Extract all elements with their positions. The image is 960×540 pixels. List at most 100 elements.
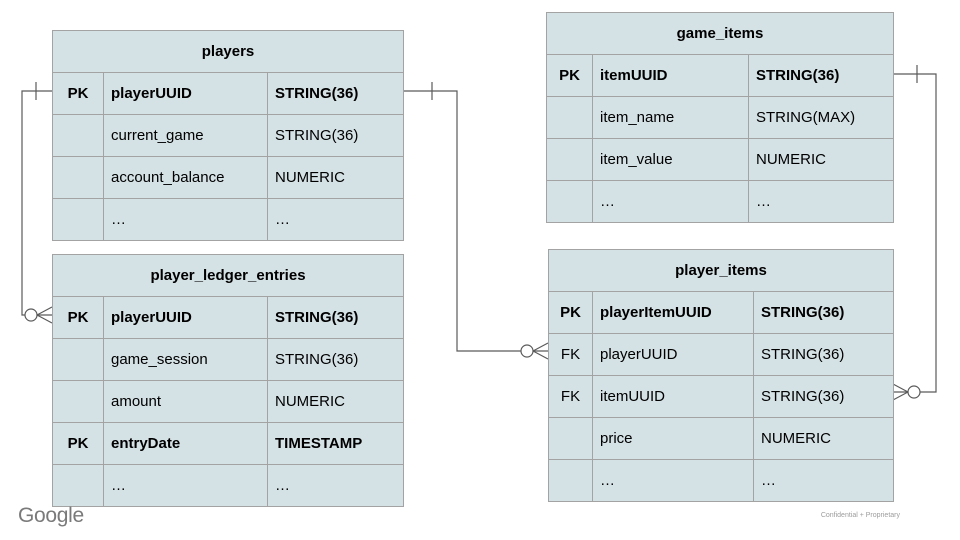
table-header: player_items — [547, 249, 895, 292]
field-cell: itemUUID — [592, 54, 749, 97]
key-cell: PK — [52, 422, 104, 465]
field-cell: … — [592, 180, 749, 223]
type-cell: STRING(36) — [267, 296, 404, 339]
table-header: player_ledger_entries — [52, 254, 404, 297]
table-title: player_items — [547, 249, 895, 292]
table-row: …… — [52, 464, 404, 507]
type-cell: … — [267, 464, 404, 507]
field-cell: … — [592, 459, 754, 502]
crow-foot — [532, 342, 549, 352]
table-row: …… — [548, 459, 895, 502]
relationship-game-items-to-player-items — [892, 65, 937, 401]
type-cell: NUMERIC — [747, 138, 895, 181]
type-cell: … — [747, 180, 895, 223]
table-title: game_items — [545, 12, 895, 55]
key-cell — [548, 417, 593, 460]
key-cell: PK — [52, 296, 104, 339]
key-cell: PK — [546, 54, 593, 97]
type-cell: … — [752, 459, 895, 502]
type-cell: STRING(36) — [747, 54, 895, 97]
table-title: players — [51, 30, 405, 73]
key-cell — [548, 459, 593, 502]
type-cell: STRING(36) — [266, 72, 405, 115]
key-cell: PK — [52, 72, 104, 115]
crow-foot — [892, 391, 909, 401]
table-row: …… — [52, 198, 405, 241]
field-cell: itemUUID — [592, 375, 754, 418]
connector-line — [893, 73, 937, 393]
type-cell: NUMERIC — [267, 380, 404, 423]
relationship-players-to-player-items — [403, 82, 549, 360]
zero-circle — [24, 308, 38, 322]
google-logo: Google — [18, 504, 84, 527]
key-cell — [546, 138, 593, 181]
field-cell: item_value — [592, 138, 749, 181]
field-cell: game_session — [103, 338, 268, 381]
table-row: …… — [546, 180, 895, 223]
key-cell — [52, 464, 104, 507]
key-cell — [52, 114, 104, 157]
crow-foot — [36, 314, 53, 324]
key-cell: FK — [548, 375, 593, 418]
zero-circle — [520, 344, 534, 358]
field-cell: playerUUID — [103, 296, 268, 339]
field-cell: playerUUID — [592, 333, 754, 376]
crow-foot — [36, 306, 53, 316]
table-title: player_ledger_entries — [52, 254, 404, 297]
type-cell: STRING(MAX) — [747, 96, 895, 139]
field-cell: … — [103, 198, 268, 241]
field-cell: price — [592, 417, 754, 460]
field-cell: entryDate — [103, 422, 268, 465]
type-cell: … — [266, 198, 405, 241]
field-cell: item_name — [592, 96, 749, 139]
field-cell: playerItemUUID — [592, 291, 754, 334]
key-cell — [52, 380, 104, 423]
confidentiality-notice: Confidential + Proprietary — [820, 512, 900, 519]
connector-line — [21, 90, 52, 316]
crow-foot — [892, 383, 909, 393]
key-cell — [546, 180, 593, 223]
key-cell: PK — [548, 291, 593, 334]
key-cell — [52, 198, 104, 241]
table-header: players — [51, 30, 405, 73]
key-cell — [52, 156, 104, 199]
type-cell: NUMERIC — [266, 156, 405, 199]
key-cell — [52, 338, 104, 381]
field-cell: playerUUID — [103, 72, 268, 115]
type-cell: TIMESTAMP — [267, 422, 404, 465]
type-cell: NUMERIC — [752, 417, 895, 460]
type-cell: STRING(36) — [752, 375, 895, 418]
key-cell: FK — [548, 333, 593, 376]
relationship-players-to-ledger — [21, 82, 53, 324]
zero-circle — [907, 385, 921, 399]
key-cell — [546, 96, 593, 139]
connector-line — [403, 90, 548, 352]
table-header: game_items — [545, 12, 895, 55]
type-cell: STRING(36) — [752, 291, 895, 334]
field-cell: … — [103, 464, 268, 507]
type-cell: STRING(36) — [752, 333, 895, 376]
type-cell: STRING(36) — [266, 114, 405, 157]
crow-foot — [532, 350, 549, 360]
field-cell: account_balance — [103, 156, 268, 199]
field-cell: current_game — [103, 114, 268, 157]
